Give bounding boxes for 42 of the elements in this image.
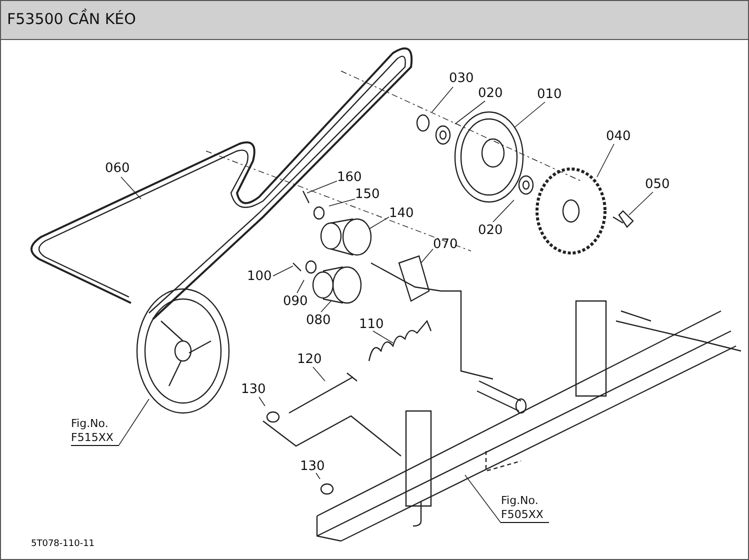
leader-line: [454, 100, 486, 124]
leader-line: [492, 200, 514, 222]
leader-line: [420, 248, 434, 264]
leader-line: [464, 474, 502, 524]
callout-number: 160: [337, 170, 362, 185]
callout-number: 150: [355, 187, 380, 202]
callout-number: 060: [105, 161, 130, 176]
leader-line: [320, 300, 332, 312]
callout-number: 070: [433, 237, 458, 252]
callout-number: 140: [389, 206, 414, 221]
callout-number: 130: [241, 382, 266, 397]
callout-number: 080: [306, 313, 331, 328]
leader-line: [514, 102, 546, 128]
callout-number: 130: [300, 459, 325, 474]
leader-line: [432, 86, 454, 112]
figure-reference: Fig.No. F515XX: [71, 417, 119, 446]
callout-number: 010: [537, 87, 562, 102]
leader-line: [296, 280, 304, 294]
callout-number: 030: [449, 71, 474, 86]
leader-line: [316, 472, 320, 480]
figure-reference: Fig.No. F505XX: [501, 494, 549, 523]
leader-line: [306, 180, 338, 194]
callout-number: 120: [297, 352, 322, 367]
leader-line: [272, 266, 294, 276]
leader-line: [120, 176, 142, 200]
callout-number: 110: [359, 317, 384, 332]
leader-line: [118, 398, 150, 446]
leader-line: [628, 192, 654, 216]
callout-number: 090: [283, 294, 308, 309]
leader-line: [328, 198, 356, 206]
leader-line: [368, 216, 390, 230]
drawing-number: 5T078-110-11: [31, 539, 95, 549]
callout-number: 040: [606, 129, 631, 144]
callout-number: 020: [478, 86, 503, 101]
diagram-title: F53500 CẦN KÉO: [7, 10, 136, 28]
leader-line: [312, 366, 326, 382]
leader-line: [596, 144, 614, 178]
callout-number: 050: [645, 177, 670, 192]
callout-number: 020: [478, 223, 503, 238]
leader-line: [258, 396, 266, 406]
callout-number: 100: [247, 269, 272, 284]
leader-line: [372, 330, 394, 344]
